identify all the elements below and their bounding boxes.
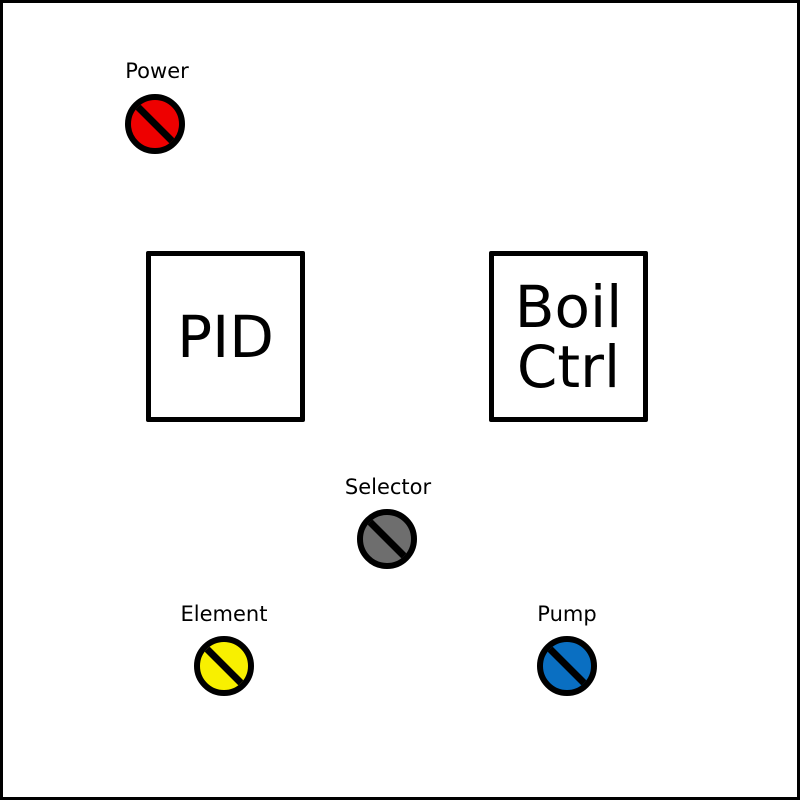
pid-controller-box: PID	[146, 251, 305, 422]
ctrl-text: Ctrl	[516, 332, 621, 401]
power-label: Power	[125, 59, 189, 83]
knob-indicator-line	[200, 642, 248, 690]
pid-text: PID	[177, 302, 274, 371]
knob-indicator-line	[363, 515, 411, 563]
selector-label: Selector	[344, 475, 432, 499]
power-knob[interactable]	[125, 94, 185, 154]
knob-indicator-line	[543, 642, 591, 690]
pump-knob[interactable]	[537, 636, 597, 696]
pump-label: Pump	[537, 602, 597, 626]
boil-ctrl-box: Boil Ctrl	[489, 251, 648, 422]
selector-knob[interactable]	[357, 509, 417, 569]
knob-indicator-line	[131, 100, 179, 148]
element-knob[interactable]	[194, 636, 254, 696]
element-label: Element	[180, 602, 268, 626]
boil-text: Boil	[514, 272, 623, 341]
